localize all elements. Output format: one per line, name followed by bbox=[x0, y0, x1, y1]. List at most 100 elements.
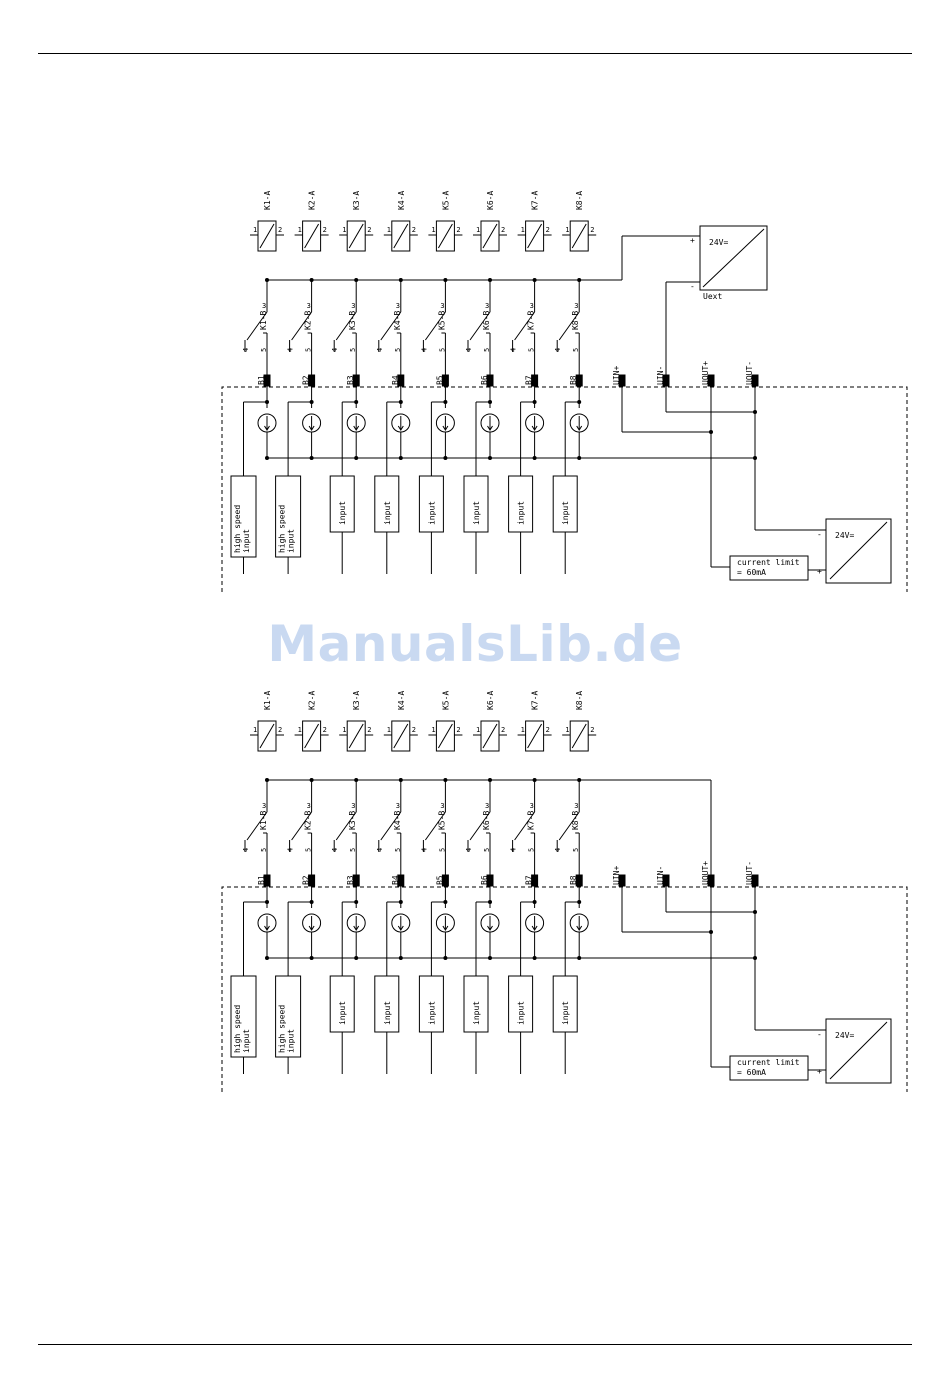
contact-pin-label: 3 bbox=[262, 302, 266, 310]
contact-pin-label: 3 bbox=[307, 802, 311, 810]
relay-contact-1 bbox=[246, 311, 268, 341]
contact-pin-label: 5 bbox=[483, 848, 491, 852]
terminal-0 bbox=[618, 874, 626, 887]
current-source-arrowhead bbox=[397, 925, 404, 931]
relay-contact-1 bbox=[246, 811, 268, 841]
terminal-b1 bbox=[263, 374, 271, 387]
relay-contact-4 bbox=[380, 311, 402, 341]
terminal-1 bbox=[662, 874, 670, 887]
internal-supply-plus: + bbox=[817, 1067, 822, 1076]
coil-label-1: K1-A bbox=[263, 691, 272, 710]
input-label-3: input bbox=[338, 1001, 347, 1025]
coil-pin-label: 2 bbox=[412, 726, 416, 734]
terminal-0 bbox=[618, 374, 626, 387]
coil-slash bbox=[393, 223, 409, 249]
relay-coil-7 bbox=[525, 220, 545, 252]
contact-label-2: K2-B bbox=[304, 811, 313, 830]
coil-pin-label: 1 bbox=[431, 226, 435, 234]
relay-coil-2 bbox=[302, 720, 322, 752]
contact-pin-label: 4 bbox=[465, 348, 473, 352]
terminal-label-uin-plus: UIN+ bbox=[612, 366, 621, 385]
contact-pin-label: 4 bbox=[331, 848, 339, 852]
current-limit-block bbox=[729, 1055, 809, 1081]
contact-label-4: K4-B bbox=[393, 311, 402, 330]
relay-coil-5 bbox=[435, 220, 455, 252]
current-limit-value: = 60mA bbox=[737, 1068, 766, 1077]
internal-supply-box bbox=[825, 518, 892, 584]
current-source-arrowhead bbox=[487, 425, 493, 431]
coil-pin-label: 2 bbox=[456, 226, 460, 234]
contact-label-1: K1-B bbox=[259, 311, 268, 330]
contact-pin-label: 5 bbox=[572, 348, 580, 352]
terminal-b8 bbox=[575, 374, 583, 387]
relay-contact-5 bbox=[424, 811, 446, 841]
contact-pin-label: 4 bbox=[287, 348, 295, 352]
contact-pin-label: 3 bbox=[440, 802, 444, 810]
supply-slash bbox=[702, 228, 765, 288]
contact-pin-label: 4 bbox=[376, 848, 384, 852]
coil-pin-label: 1 bbox=[253, 726, 257, 734]
relay-contact-2 bbox=[291, 311, 313, 341]
coil-label-4: K4-A bbox=[397, 191, 406, 210]
current-limit-label: current limit bbox=[737, 1058, 800, 1067]
contact-label-4: K4-B bbox=[393, 811, 402, 830]
input-label-4: input bbox=[383, 501, 392, 525]
relay-coil-2 bbox=[302, 220, 322, 252]
contact-pin-label: 3 bbox=[440, 302, 444, 310]
current-limit-value: = 60mA bbox=[737, 568, 766, 577]
terminal-b4 bbox=[397, 374, 405, 387]
terminal-label-uin-minus: UIN- bbox=[656, 366, 665, 385]
terminal-b4 bbox=[397, 874, 405, 887]
contact-label-3: K3-B bbox=[348, 311, 357, 330]
relay-contact-8 bbox=[558, 811, 580, 841]
coil-label-2: K2-A bbox=[308, 191, 317, 210]
input-label-6: input bbox=[472, 501, 481, 525]
relay-contact-6 bbox=[469, 311, 491, 341]
coil-label-8: K8-A bbox=[575, 191, 584, 210]
contact-label-7: K7-B bbox=[527, 311, 536, 330]
contact-pin-label: 3 bbox=[351, 802, 355, 810]
coil-label-3: K3-A bbox=[352, 191, 361, 210]
relay-contact-4 bbox=[380, 811, 402, 841]
coil-slash bbox=[571, 223, 587, 249]
terminal-3 bbox=[751, 374, 759, 387]
contact-pin-label: 4 bbox=[420, 348, 428, 352]
contact-pin-label: 5 bbox=[528, 348, 536, 352]
internal-supply-label: 24V= bbox=[835, 531, 854, 540]
terminal-b5 bbox=[441, 374, 449, 387]
terminal-b1 bbox=[263, 874, 271, 887]
coil-slash bbox=[393, 723, 409, 749]
terminal-label-8: B8 bbox=[569, 375, 578, 385]
coil-label-5: K5-A bbox=[441, 691, 450, 710]
coil-pin-label: 1 bbox=[521, 226, 525, 234]
contact-pin-label: 3 bbox=[574, 802, 578, 810]
contact-pin-label: 4 bbox=[554, 848, 562, 852]
terminal-b3 bbox=[352, 874, 360, 887]
input-label-6: input bbox=[472, 1001, 481, 1025]
coil-pin-label: 1 bbox=[387, 226, 391, 234]
terminal-label-5: B5 bbox=[435, 375, 444, 385]
terminal-label-3: B3 bbox=[346, 875, 355, 885]
current-limit-label: current limit bbox=[737, 558, 800, 567]
terminal-label-7: B7 bbox=[525, 375, 534, 385]
coil-pin-label: 2 bbox=[278, 226, 282, 234]
contact-pin-label: 5 bbox=[572, 848, 580, 852]
coil-pin-label: 1 bbox=[565, 226, 569, 234]
terminal-b2 bbox=[308, 374, 316, 387]
coil-pin-label: 2 bbox=[367, 726, 371, 734]
contact-pin-label: 4 bbox=[376, 348, 384, 352]
coil-slash bbox=[304, 223, 320, 249]
coil-pin-label: 2 bbox=[546, 226, 550, 234]
terminal-label-1: B1 bbox=[257, 875, 266, 885]
current-source-arrowhead bbox=[531, 425, 538, 431]
contact-pin-label: 5 bbox=[305, 348, 313, 352]
input-label-2: input bbox=[287, 529, 296, 553]
supply-slash bbox=[829, 1021, 888, 1080]
contact-pin-label: 3 bbox=[396, 802, 400, 810]
external-supply-name: Uext bbox=[703, 292, 722, 301]
input-label-2: high speed bbox=[278, 1005, 287, 1053]
input-label-4: input bbox=[383, 1001, 392, 1025]
current-source-arrowhead bbox=[576, 425, 583, 431]
contact-pin-label: 4 bbox=[510, 848, 518, 852]
